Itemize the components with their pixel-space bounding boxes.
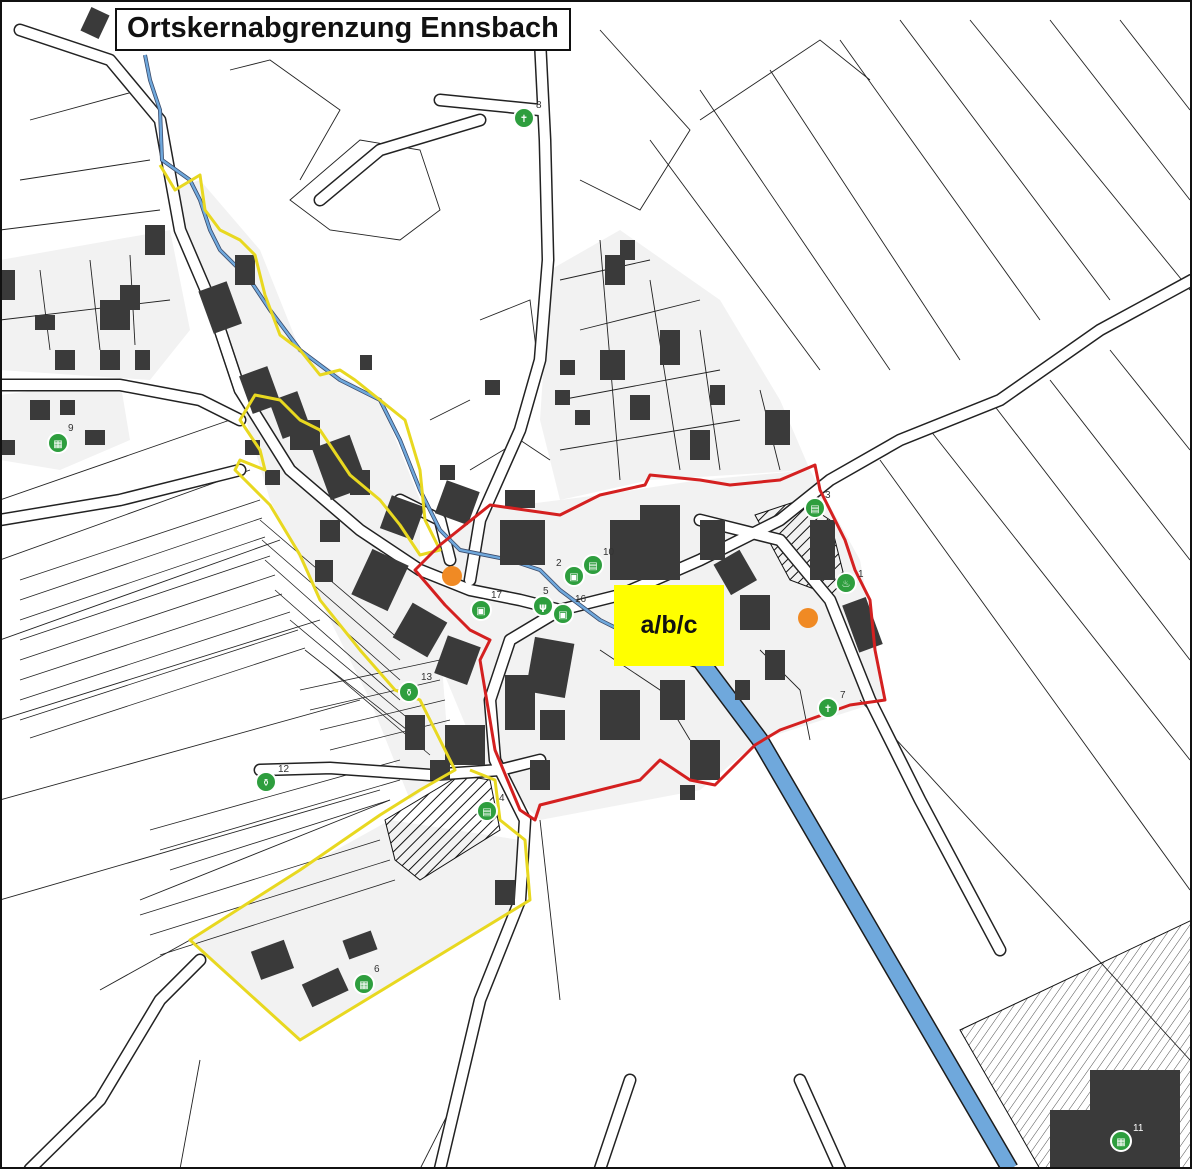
marker-glyph: ▦ <box>1116 1137 1125 1148</box>
marker-number: 12 <box>278 764 290 775</box>
marker-number: 10 <box>603 547 615 558</box>
marker-number: 6 <box>374 964 380 975</box>
area-label: a/b/c <box>614 585 724 666</box>
marker-number: 5 <box>543 586 549 597</box>
marker-number: 4 <box>499 793 505 804</box>
marker-8[interactable]: ✝ 8 <box>513 100 542 129</box>
marker-number: 1 <box>858 569 864 580</box>
marker-glyph: ♨ <box>842 579 851 590</box>
marker-glyph: ▣ <box>476 606 485 617</box>
marker-12[interactable]: ⚱ 12 <box>255 764 290 793</box>
marker-number: 16 <box>575 594 587 605</box>
marker-number: 17 <box>491 590 503 601</box>
marker-number: 2 <box>556 558 562 569</box>
marker-2[interactable]: ▣ 2 <box>556 558 585 587</box>
marker-5[interactable]: ψ 5 <box>532 586 554 617</box>
marker-glyph: ▦ <box>359 980 368 991</box>
marker-glyph: ▤ <box>482 807 491 818</box>
marker-glyph: ▣ <box>558 610 567 621</box>
map-title: Ortskernabgrenzung Ennsbach <box>115 8 571 51</box>
marker-glyph: ⚱ <box>405 688 413 699</box>
marker-glyph: ▣ <box>569 572 578 583</box>
marker-number: 11 <box>1133 1123 1144 1134</box>
marker-glyph: ▦ <box>53 439 62 450</box>
marker-number: 9 <box>68 423 74 434</box>
marker-3[interactable]: ▤ 3 <box>804 490 831 519</box>
marker-9[interactable]: ▦ 9 <box>47 423 74 454</box>
marker-10[interactable]: ▤ 10 <box>582 547 615 576</box>
marker-glyph: ▤ <box>588 561 597 572</box>
marker-glyph: ✝ <box>824 704 832 715</box>
marker-number: 7 <box>840 690 846 701</box>
marker-13[interactable]: ⚱ 13 <box>398 672 433 703</box>
marker-17[interactable]: ▣ 17 <box>470 590 503 621</box>
marker-number: 13 <box>421 672 433 683</box>
marker-number: 8 <box>536 100 542 111</box>
marker-glyph: ▤ <box>810 504 819 515</box>
marker-1[interactable]: ♨ 1 <box>835 569 864 594</box>
marker-4[interactable]: ▤ 4 <box>476 793 505 822</box>
marker-16[interactable]: ▣ 16 <box>552 594 587 625</box>
marker-11[interactable]: ▦ 11 <box>1110 1123 1144 1152</box>
marker-glyph: ✝ <box>520 114 528 125</box>
marker-number: 3 <box>825 490 831 501</box>
marker-glyph: ⚱ <box>262 778 270 789</box>
marker-7[interactable]: ✝ 7 <box>817 690 846 719</box>
marker-6[interactable]: ▦ 6 <box>353 964 380 995</box>
marker-glyph: ψ <box>539 602 547 613</box>
